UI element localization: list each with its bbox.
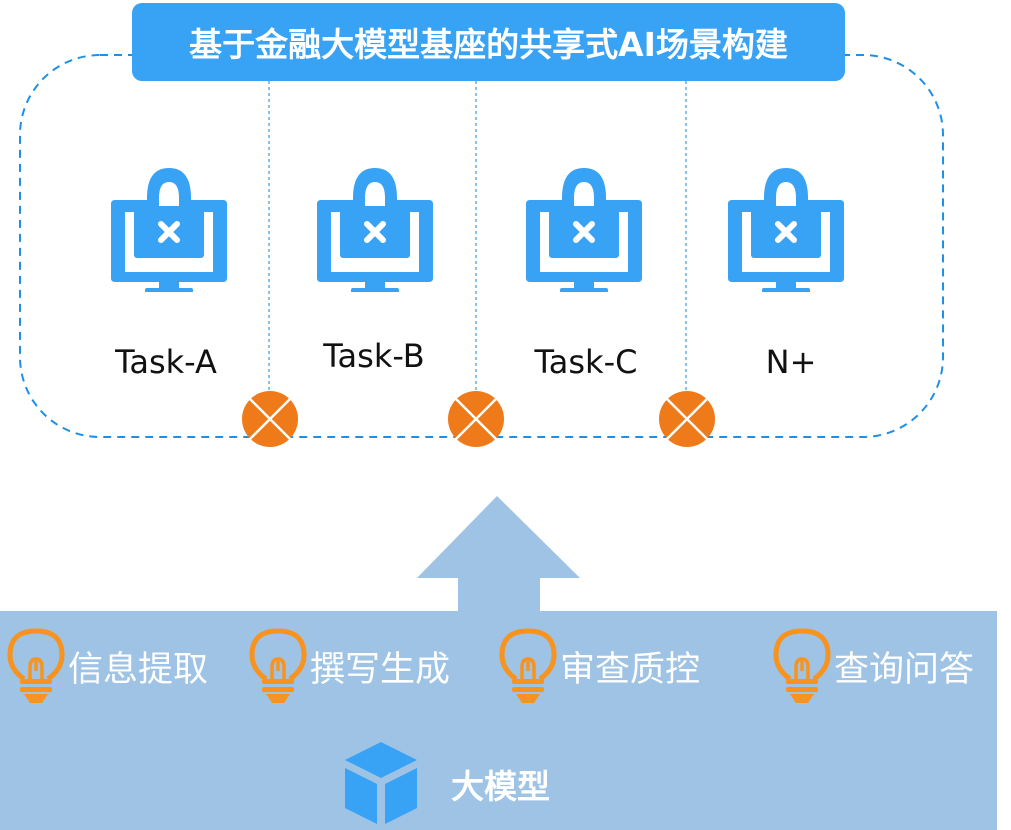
circle-x-icon <box>241 390 299 448</box>
lightbulb-icon <box>498 627 558 705</box>
cube-icon <box>345 742 417 824</box>
circle-x-icon <box>447 390 505 448</box>
capability-item: 撰写生成 <box>248 626 450 706</box>
capability-item: 审查质控 <box>498 626 700 706</box>
task-label: Task-C <box>534 343 638 381</box>
capability-label: 审查质控 <box>560 649 701 690</box>
title-banner: 基于金融大模型基座的共享式AI场景构建 <box>132 3 845 81</box>
foundation-label: 大模型 <box>451 767 550 806</box>
title-text: 基于金融大模型基座的共享式AI场景构建 <box>189 25 788 64</box>
foundation-band <box>0 611 997 830</box>
monitor-lock-icon <box>107 160 231 293</box>
task-label: Task-A <box>115 343 217 381</box>
lightbulb-icon <box>6 627 66 705</box>
capability-label: 撰写生成 <box>310 649 451 690</box>
capability-item: 查询问答 <box>772 626 974 706</box>
task-label: N+ <box>765 343 817 381</box>
task-label: Task-B <box>323 337 425 375</box>
monitor-lock-icon <box>724 160 848 293</box>
monitor-lock-icon <box>522 160 646 293</box>
lightbulb-icon <box>772 627 832 705</box>
circle-x-icon <box>658 390 716 448</box>
capability-label: 信息提取 <box>68 649 209 690</box>
lightbulb-icon <box>248 627 308 705</box>
capability-label: 查询问答 <box>834 649 975 690</box>
capability-item: 信息提取 <box>6 626 208 706</box>
monitor-lock-icon <box>313 160 437 293</box>
